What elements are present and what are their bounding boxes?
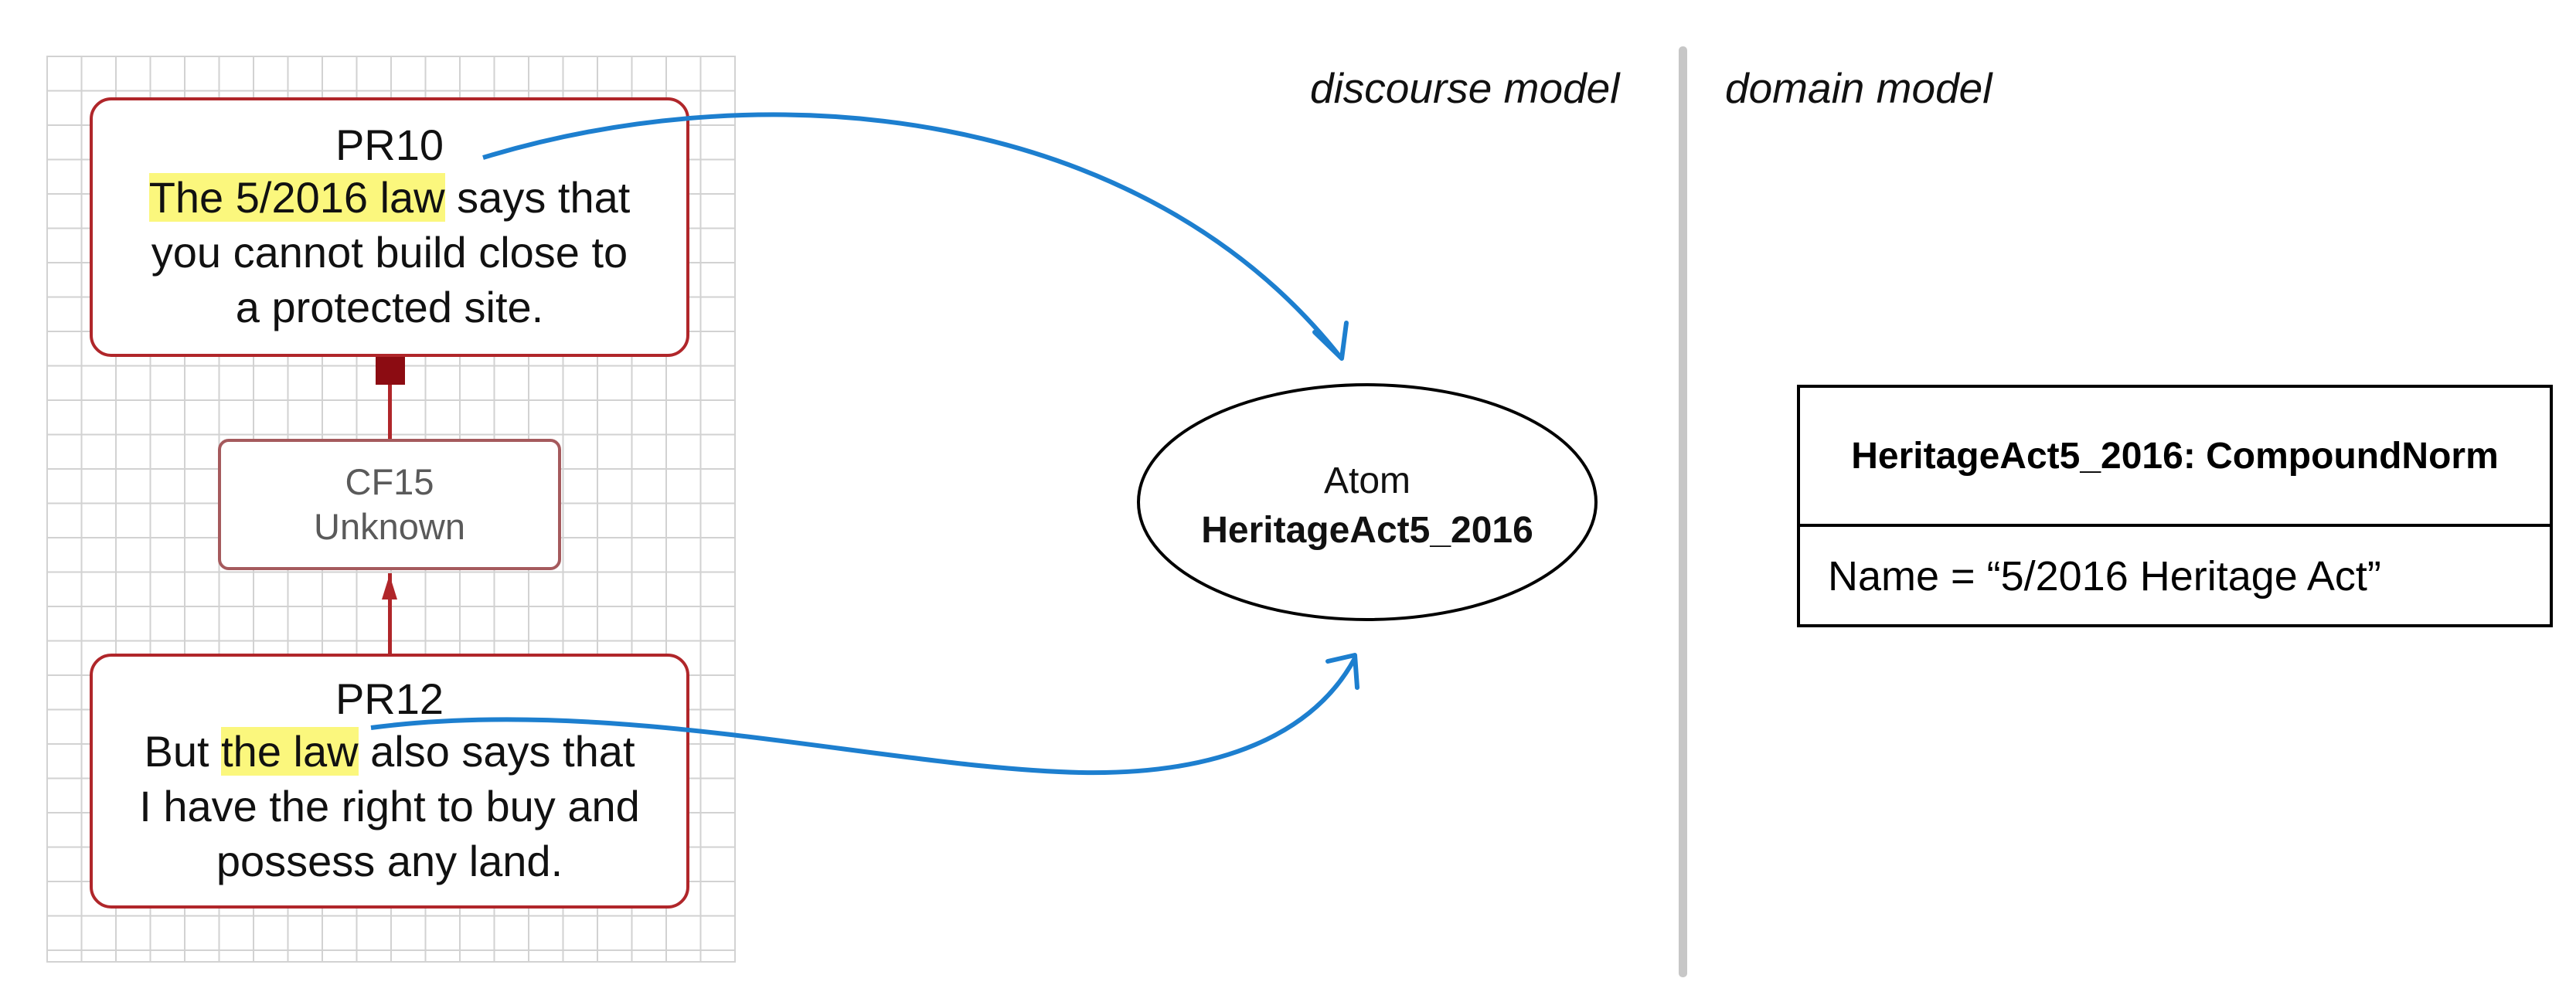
uml-class-header: HeritageAct5_2016: CompoundNorm — [1800, 388, 2550, 527]
connector-end-square — [376, 357, 405, 385]
node-cf15[interactable]: CF15 Unknown — [218, 439, 561, 570]
node-pr12-line2: I have the right to buy and — [139, 781, 640, 830]
node-pr12[interactable]: PR12 But the law also says that I have t… — [90, 654, 689, 909]
uml-attribute-name: Name = “5/2016 Heritage Act” — [1828, 553, 2381, 600]
highlight-5-2016-law: The 5/2016 law — [148, 172, 445, 222]
atom-name-label: HeritageAct5_2016 — [1201, 510, 1533, 551]
model-divider — [1679, 46, 1687, 977]
atom-node[interactable]: Atom HeritageAct5_2016 — [1138, 457, 1597, 556]
atom-type-label: Atom — [1323, 460, 1411, 501]
node-pr10-line1: The 5/2016 law says that — [93, 170, 686, 225]
domain-model-label: domain model — [1725, 64, 1992, 112]
node-cf15-status: Unknown — [314, 506, 465, 547]
node-pr12-title: PR12 — [335, 674, 444, 723]
connector-pr10-cf15 — [388, 363, 392, 439]
node-pr12-line1-pre: But — [144, 726, 222, 776]
node-pr12-line1: But the law also says that — [93, 724, 686, 779]
node-cf15-title: CF15 — [345, 461, 434, 502]
node-pr10-line1-rest: says that — [444, 172, 631, 222]
connector-pr12-cf15 — [388, 573, 392, 654]
highlight-the-law: the law — [221, 726, 359, 776]
discourse-model-label: discourse model — [1310, 64, 1620, 112]
node-pr10-title: PR10 — [335, 120, 444, 169]
arrow-pr10-to-atom-head — [1312, 321, 1349, 361]
node-pr12-line3: possess any land. — [216, 836, 563, 885]
node-pr10[interactable]: PR10 The 5/2016 law says that you cannot… — [90, 97, 689, 357]
node-pr10-line2: you cannot build close to — [151, 227, 628, 277]
arrow-pr12-to-atom-head — [1325, 653, 1359, 690]
node-pr10-line3: a protected site. — [235, 282, 544, 331]
node-pr12-line1-rest: also says that — [358, 726, 635, 776]
uml-class-box[interactable]: HeritageAct5_2016: CompoundNorm Name = “… — [1797, 385, 2553, 627]
